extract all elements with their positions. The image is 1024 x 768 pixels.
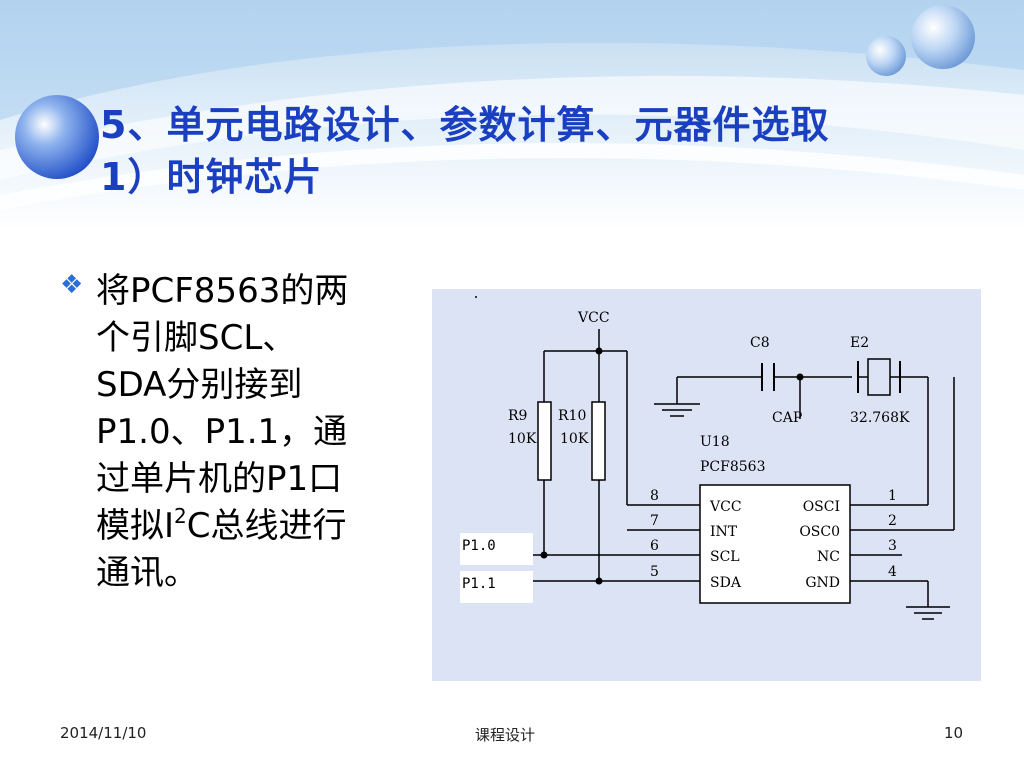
orb-left <box>15 95 99 179</box>
r10-value: 10K <box>560 431 589 447</box>
wires <box>460 329 955 607</box>
pin-number: 2 <box>888 513 897 529</box>
slide-title: 5、单元电路设计、参数计算、元器件选取 <box>100 103 830 147</box>
diamond-bullet-icon: ❖ <box>60 270 84 300</box>
bullet-text-fragment: C总线进行 <box>186 506 347 546</box>
pin-number: 8 <box>650 488 659 504</box>
port-p10-label: P1.0 <box>462 538 496 554</box>
pin-number: 5 <box>650 564 659 580</box>
pin-number: 3 <box>888 538 897 554</box>
footer-course: 课程设计 <box>475 726 536 744</box>
pin-number: 1 <box>888 488 897 504</box>
pin-osci-name: OSCI <box>803 499 840 515</box>
bullet-line: 个引脚SCL、 <box>96 318 297 358</box>
bullet-line: SDA分别接到 <box>96 365 303 405</box>
pin-number: 4 <box>888 564 897 580</box>
pin-number: 6 <box>650 538 659 554</box>
header-banner <box>0 0 1024 230</box>
footer-date: 2014/11/10 <box>60 724 147 742</box>
slide-subtitle: 1）时钟芯片 <box>100 155 323 199</box>
ground-symbol <box>654 403 700 417</box>
stray-dot <box>475 296 477 298</box>
pin-number: 7 <box>650 513 659 529</box>
bullet-line: P1.0、P1.1，通 <box>96 412 348 452</box>
orb-right-large <box>911 5 975 69</box>
u18-label: U18 <box>700 434 730 450</box>
crystal-e2 <box>857 358 901 396</box>
pin-nc-name: NC <box>817 549 840 565</box>
c8-label: C8 <box>750 335 770 351</box>
vcc-label: VCC <box>577 310 610 326</box>
bullet-line: 将PCF8563的两 <box>96 271 349 311</box>
r9-value: 10K <box>508 431 537 447</box>
footer-page-number: 10 <box>944 724 964 742</box>
orb-right-small <box>866 36 906 76</box>
port-box-p10 <box>460 533 533 565</box>
pin-vcc-name: VCC <box>709 499 742 515</box>
port-p11-label: P1.1 <box>462 576 496 592</box>
e2-label: E2 <box>850 335 869 351</box>
ground-symbol <box>906 606 950 620</box>
port-box-p11 <box>460 571 533 603</box>
capacitor-c8 <box>761 363 775 391</box>
cap-label: CAP <box>772 410 802 426</box>
crystal-freq-label: 32.768K <box>850 410 910 426</box>
r10-name: R10 <box>558 408 586 424</box>
pin-osc0-name: OSC0 <box>799 524 840 540</box>
superscript: 2 <box>174 504 187 528</box>
ic-pcf8563 <box>699 484 851 604</box>
pin-int-name: INT <box>710 524 738 540</box>
bullet-line: 模拟I2C总线进行 <box>96 503 401 550</box>
bullet-text: 将PCF8563的两 个引脚SCL、 SDA分别接到 P1.0、P1.1，通 过… <box>96 268 401 597</box>
bullet-text-fragment: 模拟I <box>96 506 175 546</box>
pin-scl-name: SCL <box>710 549 740 565</box>
pin-sda-name: SDA <box>710 575 742 591</box>
resistor-r10 <box>591 401 606 481</box>
pin-gnd-name: GND <box>805 575 840 591</box>
r9-name: R9 <box>508 408 527 424</box>
bullet-line: 通讯。 <box>96 553 198 593</box>
junction-dots <box>540 347 804 585</box>
bullet-line: 过单片机的P1口 <box>96 459 343 499</box>
circuit-diagram: VCC R9 10K R10 10K C8 CAP E2 32.768K U18… <box>432 289 981 681</box>
chip-name-label: PCF8563 <box>700 459 765 475</box>
resistor-r9 <box>537 401 552 481</box>
